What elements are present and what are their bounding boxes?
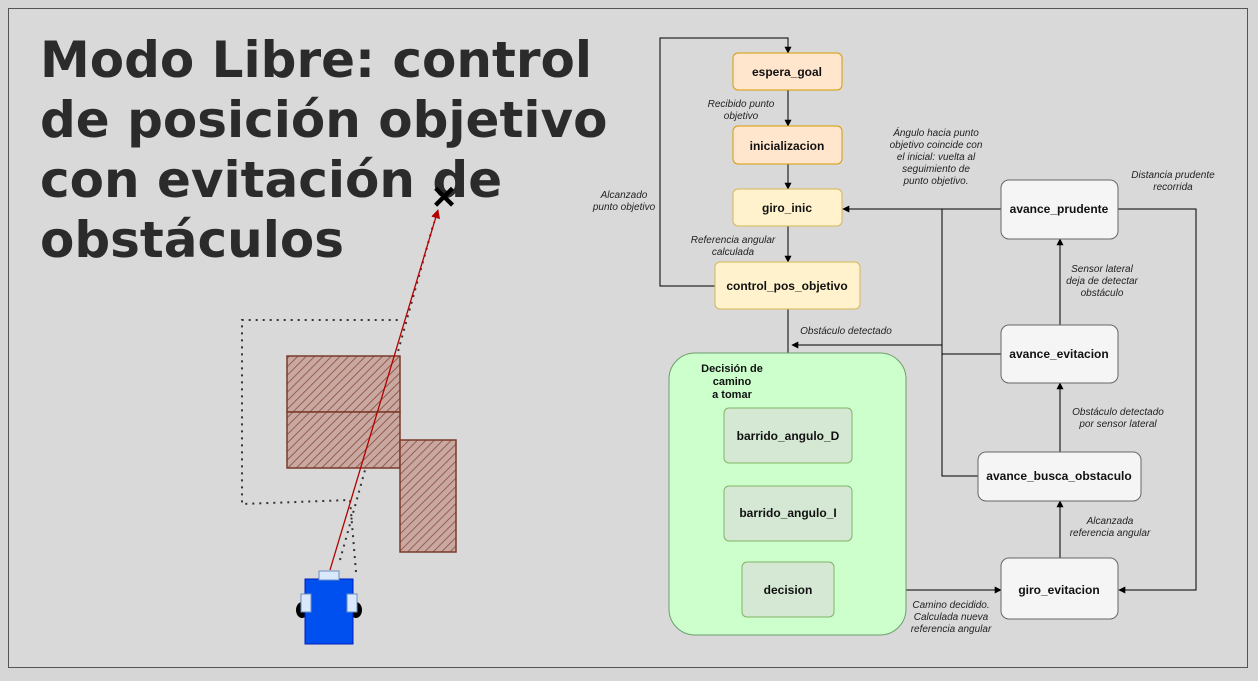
state-avance-busca-obstaculo[interactable]: avance_busca_obstaculo: [977, 451, 1142, 502]
robot: [296, 570, 362, 645]
label-line: Ángulo hacia punto: [892, 126, 979, 139]
label-line: objetivo coincide con: [890, 140, 983, 151]
label-line: recorrida: [1153, 182, 1193, 193]
label-line: Calculada nueva: [914, 612, 989, 623]
svg-text:Obstáculo detectado: Obstáculo detectado: [800, 326, 892, 337]
label-obstaculo-detectado: Obstáculo detectado: [800, 326, 892, 337]
svg-text:decision: decision: [764, 583, 813, 597]
obstacle-right: [399, 439, 457, 553]
svg-text:avance_evitacion: avance_evitacion: [1009, 347, 1108, 361]
label-line: Camino decidido.: [912, 600, 989, 611]
state-avance-prudente[interactable]: avance_prudente: [1000, 179, 1119, 240]
state-espera-goal[interactable]: espera_goal: [732, 52, 843, 91]
state-barrido-angulo-i[interactable]: barrido_angulo_I: [723, 485, 853, 542]
label-line: punto objetivo.: [902, 176, 968, 187]
svg-text:inicializacion: inicializacion: [750, 139, 825, 153]
state-giro-evitacion[interactable]: giro_evitacion: [1000, 557, 1119, 620]
goal-marker-icon: ×: [432, 175, 455, 219]
label-line: punto objetivo: [592, 202, 656, 213]
label-line: Referencia angular: [691, 235, 776, 246]
label-line: Distancia prudente: [1131, 170, 1215, 181]
svg-text:avance_prudente: avance_prudente: [1010, 202, 1109, 216]
page-title: Modo Libre: control de posición objetivo…: [40, 31, 608, 269]
label-line: Obstáculo detectado: [1072, 407, 1164, 418]
connectors: [659, 37, 1197, 594]
state-inicializacion[interactable]: inicializacion: [732, 125, 843, 165]
svg-text:barrido_angulo_I: barrido_angulo_I: [739, 506, 836, 520]
state-decision[interactable]: decision: [741, 561, 835, 618]
obstacle-middle: [286, 411, 401, 469]
svg-text:avance_busca_obstaculo: avance_busca_obstaculo: [986, 469, 1131, 483]
label-line: deja de detectar: [1066, 276, 1138, 287]
label-line: calculada: [712, 247, 755, 258]
svg-text:giro_evitacion: giro_evitacion: [1018, 583, 1099, 597]
label-line: objetivo: [724, 111, 759, 122]
direct-path-arrow: [329, 209, 441, 571]
state-giro-inic[interactable]: giro_inic: [732, 188, 843, 227]
label-line: por sensor lateral: [1078, 419, 1157, 430]
label-line: seguimiento de: [902, 164, 970, 175]
label-line: Alcanzado: [600, 190, 648, 201]
label-line: Decisión de: [701, 363, 763, 375]
svg-text:control_pos_objetivo: control_pos_objetivo: [726, 279, 847, 293]
label-line: Alcanzada: [1086, 516, 1134, 527]
obstacle-top: [286, 355, 401, 413]
svg-text:Camino decidido.Calculada nuev: Camino decidido.Calculada nuevareferenci…: [911, 600, 992, 635]
label-line: Sensor lateral: [1071, 264, 1133, 275]
state-barrido-angulo-d[interactable]: barrido_angulo_D: [723, 407, 853, 464]
svg-text:giro_inic: giro_inic: [762, 201, 812, 215]
label-line: referencia angular: [911, 624, 992, 635]
label-line: camino: [713, 376, 752, 388]
label-line: el inicial: vuelta al: [897, 152, 976, 163]
label-line: a tomar: [712, 389, 752, 401]
svg-text:barrido_angulo_D: barrido_angulo_D: [737, 429, 840, 443]
state-avance-evitacion[interactable]: avance_evitacion: [1000, 324, 1119, 384]
state-control-pos-objetivo[interactable]: control_pos_objetivo: [714, 261, 861, 310]
label-line: Recibido punto: [708, 99, 775, 110]
label-line: obstáculo: [1081, 288, 1124, 299]
robot-illustration: ×: [241, 175, 457, 645]
svg-text:espera_goal: espera_goal: [752, 65, 822, 79]
label-line: referencia angular: [1070, 528, 1151, 539]
label-line: Obstáculo detectado: [800, 326, 892, 337]
